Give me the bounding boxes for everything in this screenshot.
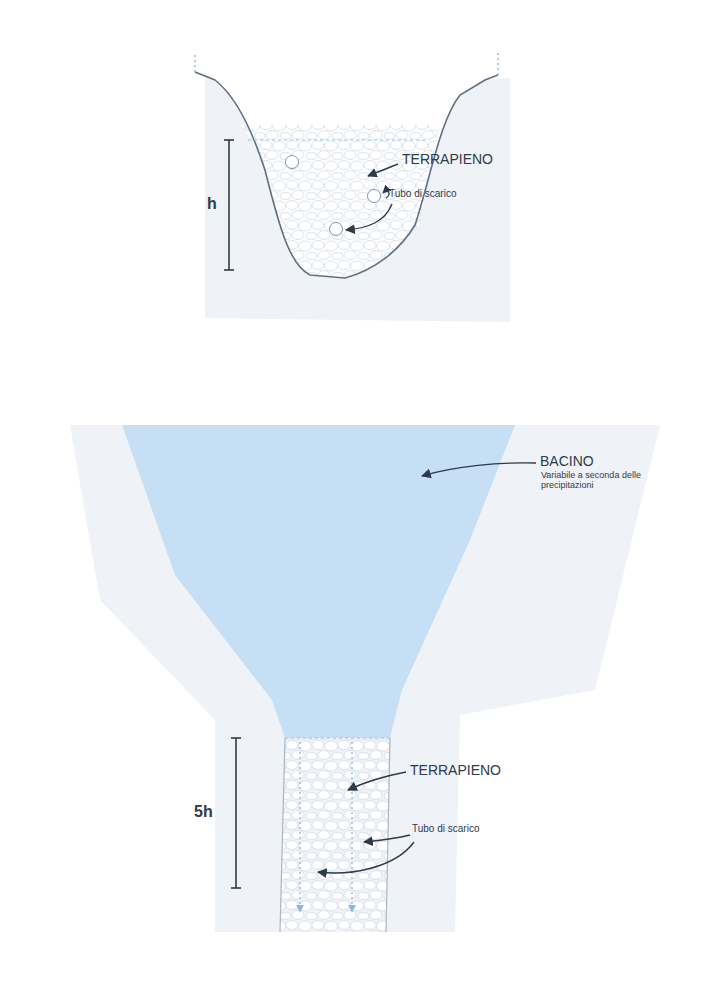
part-label: BACINO [540,453,594,469]
part-label: Tubo di scarico [389,188,456,200]
part-label: TERRAPIENO [402,151,493,167]
part-label: Tubo di scarico [412,823,479,835]
note-text: Variabile a seconda delle precipitazioni [541,470,641,491]
part-label: TERRAPIENO [410,762,501,778]
dimension-label: h [207,195,217,213]
dimension-label: 5h [194,803,213,821]
